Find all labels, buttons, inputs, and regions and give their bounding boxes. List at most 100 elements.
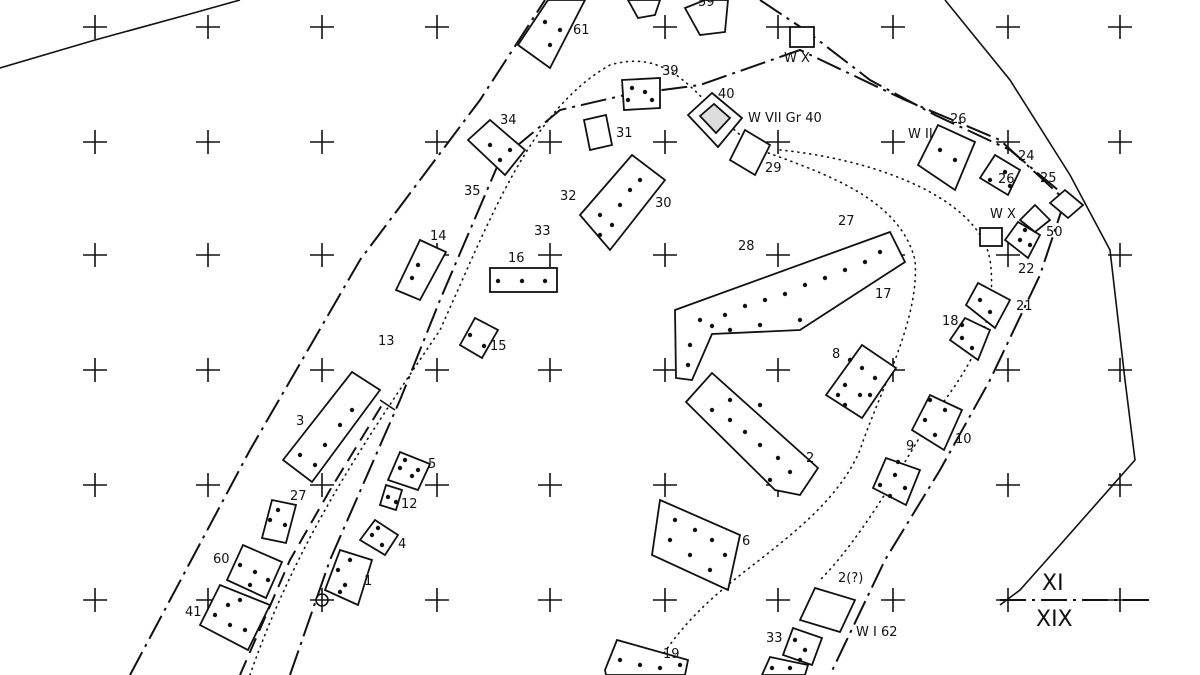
find-dot-23 (697, 317, 703, 323)
label-8: 8 (832, 347, 840, 362)
find-dot-76 (927, 397, 933, 403)
feature-10 (910, 393, 964, 452)
label-17: 17 (875, 287, 892, 302)
find-dot-0 (542, 19, 548, 25)
label-41: 41 (185, 605, 202, 620)
find-dot-49 (859, 365, 865, 371)
label-40: 40 (718, 87, 735, 102)
find-dot-96 (247, 582, 253, 588)
feature-59 (683, 0, 729, 36)
find-dot-15 (597, 232, 603, 238)
find-dot-51 (842, 382, 848, 388)
find-dot-115 (792, 637, 798, 643)
find-dot-67 (707, 567, 713, 573)
label-27-small: 27 (290, 489, 307, 504)
small-marker-t (379, 399, 396, 411)
label-59: 59 (698, 0, 715, 10)
find-dot-58 (349, 407, 355, 413)
find-dot-87 (1017, 237, 1023, 243)
find-dot-47 (757, 402, 763, 408)
label-well-ii: W II (908, 127, 933, 142)
find-dot-20 (409, 275, 415, 281)
find-dot-40 (727, 417, 733, 423)
find-dot-79 (959, 322, 965, 328)
feature-bottom-right (761, 655, 810, 675)
find-dot-118 (617, 657, 623, 663)
find-dot-14 (637, 177, 643, 183)
label-10: 10 (955, 432, 972, 447)
label-well-vii: W VII Gr 40 (748, 111, 822, 126)
find-dot-113 (347, 557, 353, 563)
feature-12 (378, 483, 404, 512)
find-dot-2 (557, 27, 563, 33)
label-15: 15 (490, 339, 507, 354)
find-dot-57 (337, 422, 343, 428)
find-dot-121 (677, 662, 683, 668)
find-dot-4 (642, 89, 648, 95)
find-dot-18 (542, 278, 548, 284)
label-33b: 33 (766, 631, 783, 646)
find-dot-9 (507, 147, 513, 153)
label-29: 29 (765, 161, 782, 176)
find-dot-74 (932, 432, 938, 438)
find-dot-97 (212, 612, 218, 618)
enclosure-line-outer (129, 0, 546, 675)
boundary-line-northwest (0, 0, 241, 69)
find-dot-112 (342, 582, 348, 588)
find-dot-122 (769, 665, 775, 671)
enclosure-line-top (759, 0, 1071, 201)
find-dot-56 (322, 442, 328, 448)
feature-corner-top (626, 0, 661, 19)
feature-6 (651, 498, 742, 592)
feature-39 (621, 77, 661, 111)
feature-4 (358, 518, 400, 557)
feature-dot-fill (212, 19, 1033, 671)
find-dot-28 (782, 291, 788, 297)
dotted-inner-boundary (249, 60, 917, 675)
label-13: 13 (378, 334, 395, 349)
find-dot-77 (959, 335, 965, 341)
find-dot-86 (1007, 183, 1013, 189)
find-dot-90 (267, 517, 273, 523)
label-26-small: 26 (998, 172, 1015, 187)
find-dot-26 (742, 303, 748, 309)
find-dot-78 (969, 345, 975, 351)
find-dot-91 (275, 507, 281, 513)
find-dot-60 (297, 452, 303, 458)
find-dot-3 (629, 85, 635, 91)
find-dot-55 (835, 392, 841, 398)
find-dot-54 (867, 392, 873, 398)
find-dot-53 (842, 402, 848, 408)
find-dot-44 (787, 469, 793, 475)
label-2: 2 (806, 451, 814, 466)
find-dot-95 (265, 577, 271, 583)
well-x-box (979, 227, 1003, 247)
find-dot-99 (242, 627, 248, 633)
label-27: 27 (838, 214, 855, 229)
label-30: 30 (655, 196, 672, 211)
find-dot-34 (687, 342, 693, 348)
feature-25 (1048, 188, 1085, 220)
label-26: 26 (950, 112, 967, 127)
feature-3 (281, 370, 382, 484)
find-dot-8 (497, 157, 503, 163)
feature-50 (1018, 203, 1052, 234)
find-dot-68 (877, 482, 883, 488)
find-dot-59 (312, 462, 318, 468)
find-dot-17 (519, 278, 525, 284)
find-dot-33 (877, 249, 883, 255)
find-dot-123 (787, 665, 793, 671)
label-well-i: W I 62 (856, 625, 898, 640)
find-dot-62 (692, 527, 698, 533)
find-dot-12 (617, 202, 623, 208)
feature-15 (458, 316, 500, 360)
label-9: 9 (906, 439, 914, 454)
label-25: 25 (1040, 171, 1057, 186)
label-28: 28 (738, 239, 755, 254)
label-60: 60 (213, 552, 230, 567)
find-dot-42 (757, 442, 763, 448)
find-dot-70 (902, 485, 908, 491)
find-dot-31 (842, 267, 848, 273)
find-dot-21 (467, 332, 473, 338)
